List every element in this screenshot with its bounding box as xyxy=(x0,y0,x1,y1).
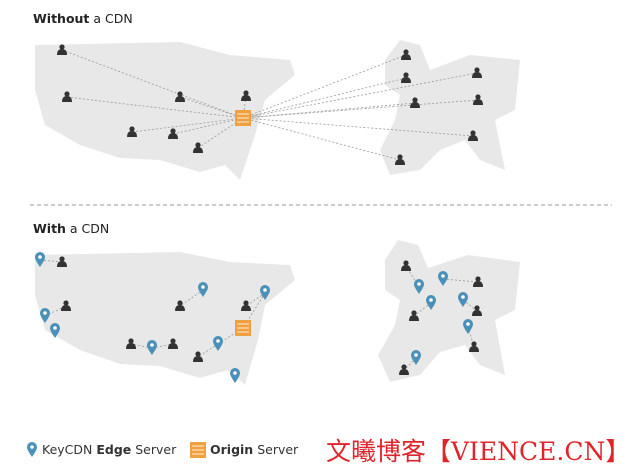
map-pin-icon xyxy=(426,295,436,310)
map-pin-icon xyxy=(463,319,473,334)
user-icon xyxy=(193,351,203,362)
user-icon xyxy=(168,128,178,139)
connection-line xyxy=(242,117,401,161)
user-icon xyxy=(57,256,67,267)
user-icon xyxy=(127,126,137,137)
user-icon xyxy=(57,44,67,55)
legend-edge-server: KeyCDN Edge Server xyxy=(42,442,177,457)
user-icon xyxy=(126,338,136,349)
user-icon xyxy=(469,341,479,352)
connection-line xyxy=(242,102,416,119)
user-icon xyxy=(409,310,419,321)
legend-origin-server: Origin Server xyxy=(210,442,299,457)
user-icon xyxy=(62,91,72,102)
connection-line xyxy=(179,96,244,119)
map-pin-icon xyxy=(438,271,448,286)
connection-line xyxy=(242,292,266,329)
map-pin-icon xyxy=(414,279,424,294)
user-icon xyxy=(241,90,251,101)
server-icon xyxy=(190,442,206,458)
connection-line xyxy=(61,49,244,119)
connection-line xyxy=(413,302,432,317)
user-icon xyxy=(401,260,411,271)
user-icon xyxy=(473,94,483,105)
section-title-without-cdn: Without a CDN xyxy=(33,11,133,26)
user-icon xyxy=(473,276,483,287)
user-icon xyxy=(175,300,185,311)
map-pin-icon xyxy=(260,285,270,300)
user-icon xyxy=(410,97,420,108)
connection-line xyxy=(179,289,204,307)
map-pin-icon xyxy=(411,350,421,365)
server-icon xyxy=(235,320,251,336)
user-icon xyxy=(241,300,251,311)
map-pin-icon xyxy=(35,252,45,267)
connection-line xyxy=(131,117,244,133)
user-icon xyxy=(175,91,185,102)
section-title-with-cdn: With a CDN xyxy=(33,221,110,236)
map-pin-icon xyxy=(147,340,157,355)
map-pin-icon xyxy=(458,292,468,307)
europe-map-top xyxy=(380,40,520,175)
user-icon xyxy=(472,67,482,78)
connection-line xyxy=(403,357,417,371)
user-icon xyxy=(61,300,71,311)
connection-line xyxy=(66,96,244,119)
europe-map-bottom xyxy=(378,240,520,382)
connection-line xyxy=(442,278,479,283)
map-pin-icon xyxy=(213,336,223,351)
user-icon xyxy=(472,305,482,316)
map-pin-icon xyxy=(198,282,208,297)
user-icon xyxy=(395,154,405,165)
us-map-top xyxy=(35,42,295,180)
connection-line xyxy=(242,117,474,137)
connection-line xyxy=(242,99,479,119)
map-pin-icon xyxy=(230,368,240,383)
connection-line xyxy=(462,299,478,312)
us-map-bottom xyxy=(35,252,295,385)
user-icon xyxy=(468,130,478,141)
watermark: 文曦博客【VIENCE.CN】 xyxy=(326,437,631,466)
user-icon xyxy=(168,338,178,349)
map-pin-icon xyxy=(27,442,37,457)
map-pin-icon xyxy=(40,308,50,323)
server-icon xyxy=(235,110,251,126)
user-icon xyxy=(193,142,203,153)
user-icon xyxy=(399,364,409,375)
user-icon xyxy=(401,49,411,60)
map-pin-icon xyxy=(50,323,60,338)
connection-line xyxy=(242,54,407,119)
user-icon xyxy=(401,72,411,83)
